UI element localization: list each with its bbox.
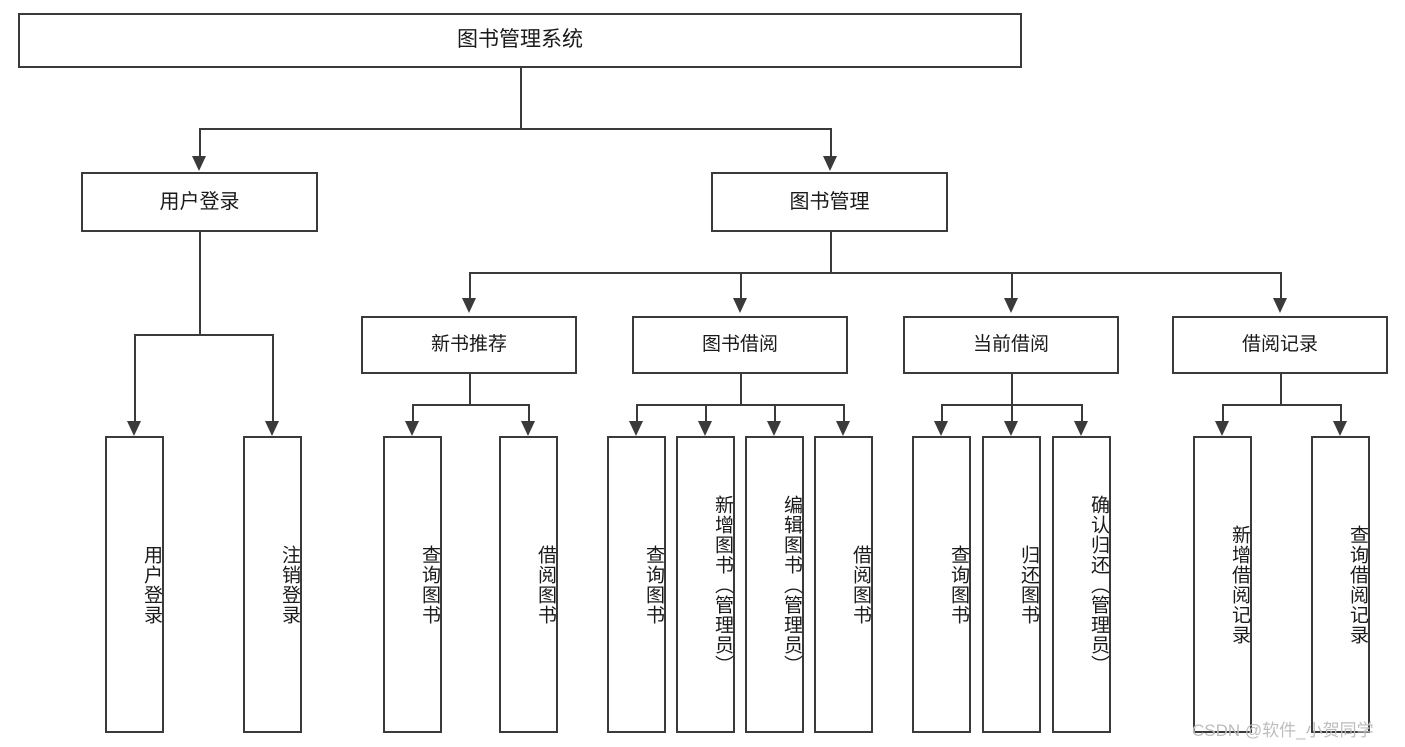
leaf-book-borrow-borrow-books[interactable]: 借阅图书 bbox=[814, 436, 873, 733]
connector-user-login-to-leaf-2 bbox=[272, 334, 274, 421]
leaf-label: 归还图书 bbox=[1018, 544, 1039, 625]
arrow-book-borrow-to-leaf-3 bbox=[767, 421, 781, 436]
leaf-label: 借阅图书 bbox=[850, 544, 871, 625]
connector-book-borrow-stem bbox=[740, 374, 742, 404]
connector-book-borrow-to-leaf-1 bbox=[636, 404, 638, 421]
node-label: 用户登录 bbox=[159, 190, 240, 213]
connector-user-login-to-leaf-1 bbox=[134, 334, 136, 421]
leaf-new-book-query-books[interactable]: 查询图书 bbox=[383, 436, 442, 733]
connector-new-book-bus bbox=[412, 404, 528, 406]
node-label: 图书管理系统 bbox=[457, 28, 583, 52]
node-root-library-system[interactable]: 图书管理系统 bbox=[18, 13, 1022, 68]
connector-root-bus bbox=[199, 128, 831, 130]
connector-root-to-book-manage bbox=[830, 128, 832, 156]
connector-book-manage-bus bbox=[469, 272, 1281, 274]
leaf-label: 查询图书 bbox=[643, 544, 664, 625]
leaf-label: 注销登录 bbox=[279, 544, 300, 625]
node-label: 图书借阅 bbox=[701, 334, 778, 356]
arrow-borrow-records-to-leaf-1 bbox=[1215, 421, 1229, 436]
leaf-label: 查询图书 bbox=[419, 544, 440, 625]
node-label: 图书管理 bbox=[789, 190, 870, 213]
arrow-borrow-records-to-leaf-2 bbox=[1333, 421, 1347, 436]
connector-current-borrow-stem bbox=[1011, 374, 1013, 404]
node-label: 新书推荐 bbox=[430, 334, 507, 356]
connector-borrow-records-to-leaf-2 bbox=[1340, 404, 1342, 421]
arrow-current-borrow-to-leaf-1 bbox=[934, 421, 948, 436]
arrow-book-borrow-to-leaf-2 bbox=[698, 421, 712, 436]
connector-new-book-stem bbox=[469, 374, 471, 404]
leaf-user-login-login[interactable]: 用户登录 bbox=[105, 436, 164, 733]
connector-user-login-stem bbox=[199, 232, 201, 334]
arrow-book-manage-to-book-borrow bbox=[733, 298, 747, 313]
leaf-user-login-logout[interactable]: 注销登录 bbox=[243, 436, 302, 733]
connector-book-manage-to-new-book bbox=[469, 272, 471, 298]
arrow-root-to-user-login bbox=[192, 156, 206, 171]
connector-book-manage-stem bbox=[830, 232, 832, 272]
leaf-borrow-records-add-record[interactable]: 新增借阅记录 bbox=[1193, 436, 1252, 733]
node-label: 借阅记录 bbox=[1241, 334, 1318, 356]
leaf-new-book-borrow-books[interactable]: 借阅图书 bbox=[499, 436, 558, 733]
node-label: 当前借阅 bbox=[972, 334, 1049, 356]
connector-new-book-to-leaf-2 bbox=[528, 404, 530, 421]
connector-book-borrow-to-leaf-4 bbox=[843, 404, 845, 421]
connector-book-manage-to-book-borrow bbox=[740, 272, 742, 298]
arrow-book-manage-to-new-book bbox=[462, 298, 476, 313]
arrow-user-login-to-leaf-2 bbox=[265, 421, 279, 436]
connector-book-borrow-to-leaf-2 bbox=[705, 404, 707, 421]
connector-user-login-bus bbox=[134, 334, 272, 336]
connector-current-borrow-to-leaf-3 bbox=[1081, 404, 1083, 421]
connector-borrow-records-stem bbox=[1280, 374, 1282, 404]
arrow-root-to-book-manage bbox=[823, 156, 837, 171]
connector-book-manage-to-borrow-records bbox=[1280, 272, 1282, 298]
leaf-current-borrow-query-books[interactable]: 查询图书 bbox=[912, 436, 971, 733]
arrow-new-book-to-leaf-1 bbox=[405, 421, 419, 436]
leaf-current-borrow-return-books[interactable]: 归还图书 bbox=[982, 436, 1041, 733]
connector-root-to-user-login bbox=[199, 128, 201, 156]
leaf-label: 借阅图书 bbox=[535, 544, 556, 625]
connector-book-manage-to-current-borrow bbox=[1011, 272, 1013, 298]
connector-current-borrow-to-leaf-1 bbox=[941, 404, 943, 421]
connector-new-book-to-leaf-1 bbox=[412, 404, 414, 421]
leaf-label: 新增图书（管理员） bbox=[712, 494, 733, 675]
arrow-book-borrow-to-leaf-4 bbox=[836, 421, 850, 436]
leaf-label: 编辑图书（管理员） bbox=[781, 494, 802, 675]
node-user-login[interactable]: 用户登录 bbox=[81, 172, 318, 232]
node-new-book-recommend[interactable]: 新书推荐 bbox=[361, 316, 577, 374]
connector-root-stem bbox=[520, 68, 522, 128]
connector-book-borrow-to-leaf-3 bbox=[774, 404, 776, 421]
connector-current-borrow-to-leaf-2 bbox=[1011, 404, 1013, 421]
leaf-book-borrow-edit-book-admin[interactable]: 编辑图书（管理员） bbox=[745, 436, 804, 733]
arrow-current-borrow-to-leaf-2 bbox=[1004, 421, 1018, 436]
leaf-label: 查询图书 bbox=[948, 544, 969, 625]
connector-book-borrow-bus bbox=[636, 404, 844, 406]
leaf-label: 确认归还（管理员） bbox=[1088, 494, 1109, 675]
leaf-label: 新增借阅记录 bbox=[1229, 524, 1250, 645]
connector-borrow-records-bus bbox=[1222, 404, 1340, 406]
leaf-book-borrow-add-book-admin[interactable]: 新增图书（管理员） bbox=[676, 436, 735, 733]
node-borrow-records[interactable]: 借阅记录 bbox=[1172, 316, 1388, 374]
arrow-book-manage-to-borrow-records bbox=[1273, 298, 1287, 313]
arrow-user-login-to-leaf-1 bbox=[127, 421, 141, 436]
leaf-borrow-records-query-record[interactable]: 查询借阅记录 bbox=[1311, 436, 1370, 733]
node-current-borrow[interactable]: 当前借阅 bbox=[903, 316, 1119, 374]
node-book-management[interactable]: 图书管理 bbox=[711, 172, 948, 232]
arrow-new-book-to-leaf-2 bbox=[521, 421, 535, 436]
leaf-current-borrow-confirm-return-admin[interactable]: 确认归还（管理员） bbox=[1052, 436, 1111, 733]
connector-borrow-records-to-leaf-1 bbox=[1222, 404, 1224, 421]
arrow-book-manage-to-current-borrow bbox=[1004, 298, 1018, 313]
node-book-borrow[interactable]: 图书借阅 bbox=[632, 316, 848, 374]
leaf-book-borrow-query-books[interactable]: 查询图书 bbox=[607, 436, 666, 733]
arrow-current-borrow-to-leaf-3 bbox=[1074, 421, 1088, 436]
leaf-label: 用户登录 bbox=[141, 544, 162, 625]
arrow-book-borrow-to-leaf-1 bbox=[629, 421, 643, 436]
leaf-label: 查询借阅记录 bbox=[1347, 524, 1368, 645]
